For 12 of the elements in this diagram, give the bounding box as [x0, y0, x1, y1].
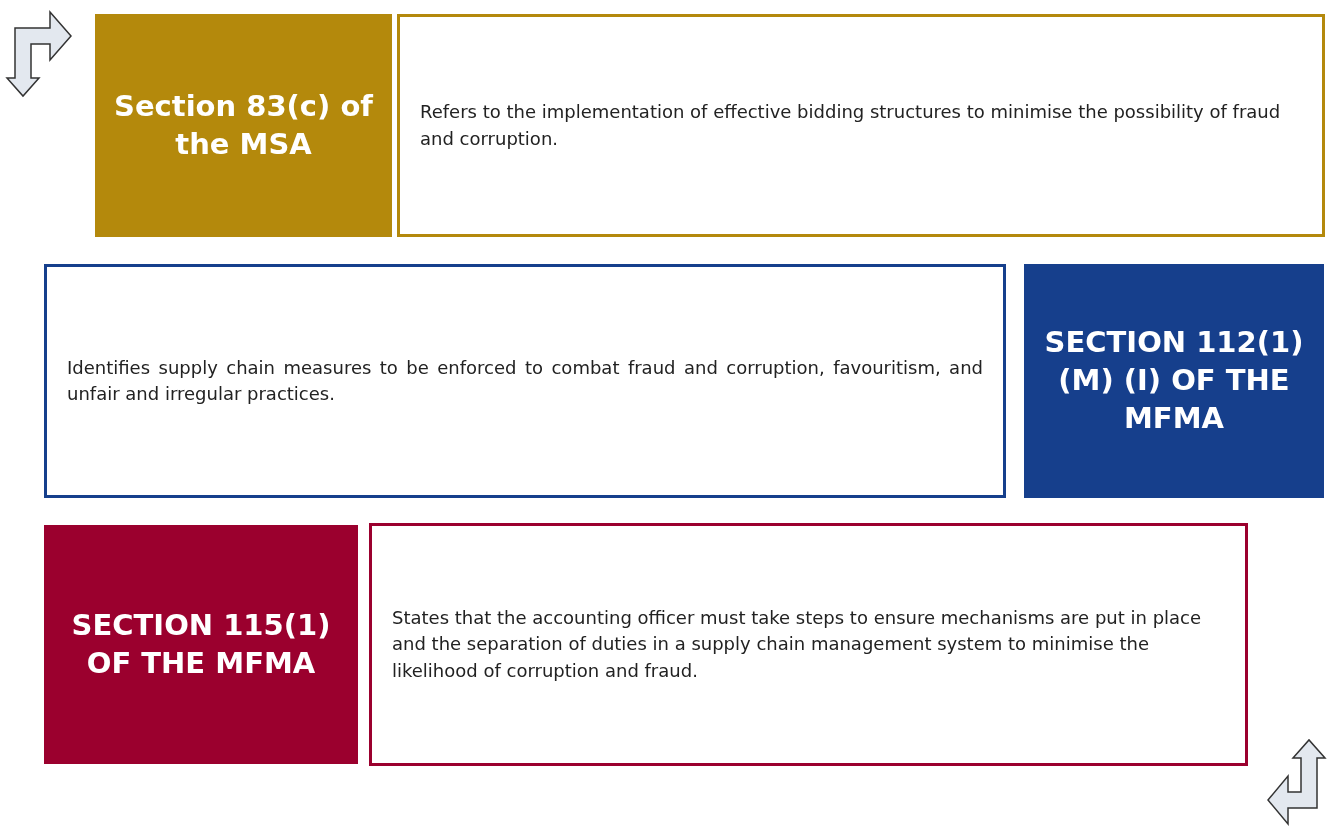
description-text: Identifies supply chain measures to be enforced to combat fraud and corruption, favouritism, and unfair and irregular practices.	[67, 355, 983, 406]
section-heading: SECTION 115(1) OF THE MFMA	[70, 606, 332, 682]
description-text: States that the accounting officer must take steps to ensure mechanisms are put in place and the separation of duties in a supply chain management system to minimise the likelihood of corruption and fraud.	[392, 606, 1203, 683]
heading-box	[95, 14, 392, 237]
text-box	[397, 14, 1325, 237]
text-box	[44, 264, 1006, 498]
section-heading: Section 83(c) of the MSA	[113, 87, 374, 163]
heading-box	[44, 525, 358, 764]
heading-box	[1024, 264, 1324, 498]
section-heading: SECTION 112(1)(M) (I) OF THE MFMA	[1043, 324, 1305, 437]
text-box	[369, 523, 1248, 766]
description-text: Refers to the implementation of effective bidding structures to minimise the possibility of fraud and corruption.	[420, 100, 1282, 151]
